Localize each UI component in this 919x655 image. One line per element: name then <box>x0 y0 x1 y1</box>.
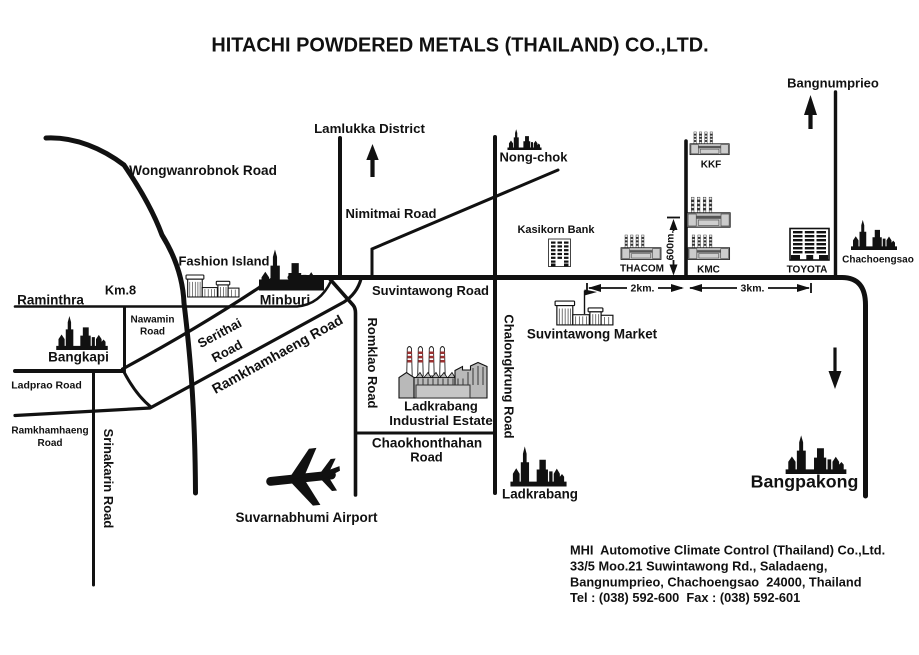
svg-text:KMC: KMC <box>697 265 720 276</box>
svg-text:Suvarnabhumi Airport: Suvarnabhumi Airport <box>235 510 378 525</box>
svg-text:Bangkapi: Bangkapi <box>48 350 109 365</box>
svg-text:Fashion Island: Fashion Island <box>178 254 269 269</box>
svg-text:600m.: 600m. <box>665 231 677 261</box>
svg-text:2km.: 2km. <box>631 283 655 295</box>
svg-text:Minburi: Minburi <box>260 292 311 308</box>
svg-text:3km.: 3km. <box>741 283 765 295</box>
svg-text:Km.8: Km.8 <box>105 283 136 298</box>
svg-text:33/5 Moo.21 Suwintawong Rd., S: 33/5 Moo.21 Suwintawong Rd., Saladaeng, <box>570 559 827 574</box>
svg-text:Chalongkrung Road: Chalongkrung Road <box>502 314 517 438</box>
svg-text:Srinakarin Road: Srinakarin Road <box>101 429 116 529</box>
svg-text:Road: Road <box>38 438 63 449</box>
svg-text:Raminthra: Raminthra <box>17 293 84 308</box>
svg-text:Nimitmai Road: Nimitmai Road <box>345 206 436 221</box>
svg-text:Suvintawong Road: Suvintawong Road <box>372 283 489 298</box>
svg-text:Chachoengsao: Chachoengsao <box>842 255 914 266</box>
svg-text:THACOM: THACOM <box>620 264 664 275</box>
svg-text:Bangnumprieo: Bangnumprieo <box>787 76 879 91</box>
svg-text:Industrial Estate: Industrial Estate <box>389 413 492 428</box>
svg-text:Romklao Road: Romklao Road <box>365 317 380 408</box>
svg-text:Tel : (038) 592-600 Fax : (03: Tel : (038) 592-600 Fax : (038) 592-601 <box>570 590 800 605</box>
svg-text:Bangpakong: Bangpakong <box>751 472 859 492</box>
svg-text:MHI Automotive Climate Contro: MHI Automotive Climate Control (Thailand… <box>570 543 885 558</box>
svg-text:Nawamin: Nawamin <box>131 315 175 326</box>
svg-text:Ladprao Road: Ladprao Road <box>11 380 82 392</box>
svg-text:Nong-chok: Nong-chok <box>500 150 569 165</box>
svg-text:TOYOTA: TOYOTA <box>787 265 828 276</box>
svg-text:Ramkhamhaeng: Ramkhamhaeng <box>11 426 88 437</box>
svg-text:Chaokhonthahan: Chaokhonthahan <box>372 436 482 451</box>
svg-text:Road: Road <box>140 327 165 338</box>
svg-text:Ladkrabang: Ladkrabang <box>502 487 578 502</box>
svg-text:Road: Road <box>410 450 443 465</box>
svg-text:HITACHI POWDERED METALS (THAIL: HITACHI POWDERED METALS (THAILAND) CO.,L… <box>211 35 708 57</box>
svg-text:Wongwanrobnok Road: Wongwanrobnok Road <box>129 163 277 178</box>
svg-text:Kasikorn Bank: Kasikorn Bank <box>517 224 595 236</box>
svg-text:Ladkrabang: Ladkrabang <box>404 399 478 414</box>
svg-text:KKF: KKF <box>701 160 722 171</box>
svg-text:Bangnumprieo, Chachoengsao 24: Bangnumprieo, Chachoengsao 24000, Thaila… <box>570 575 862 590</box>
svg-text:Lamlukka District: Lamlukka District <box>314 121 425 136</box>
svg-text:Suvintawong Market: Suvintawong Market <box>527 327 658 342</box>
